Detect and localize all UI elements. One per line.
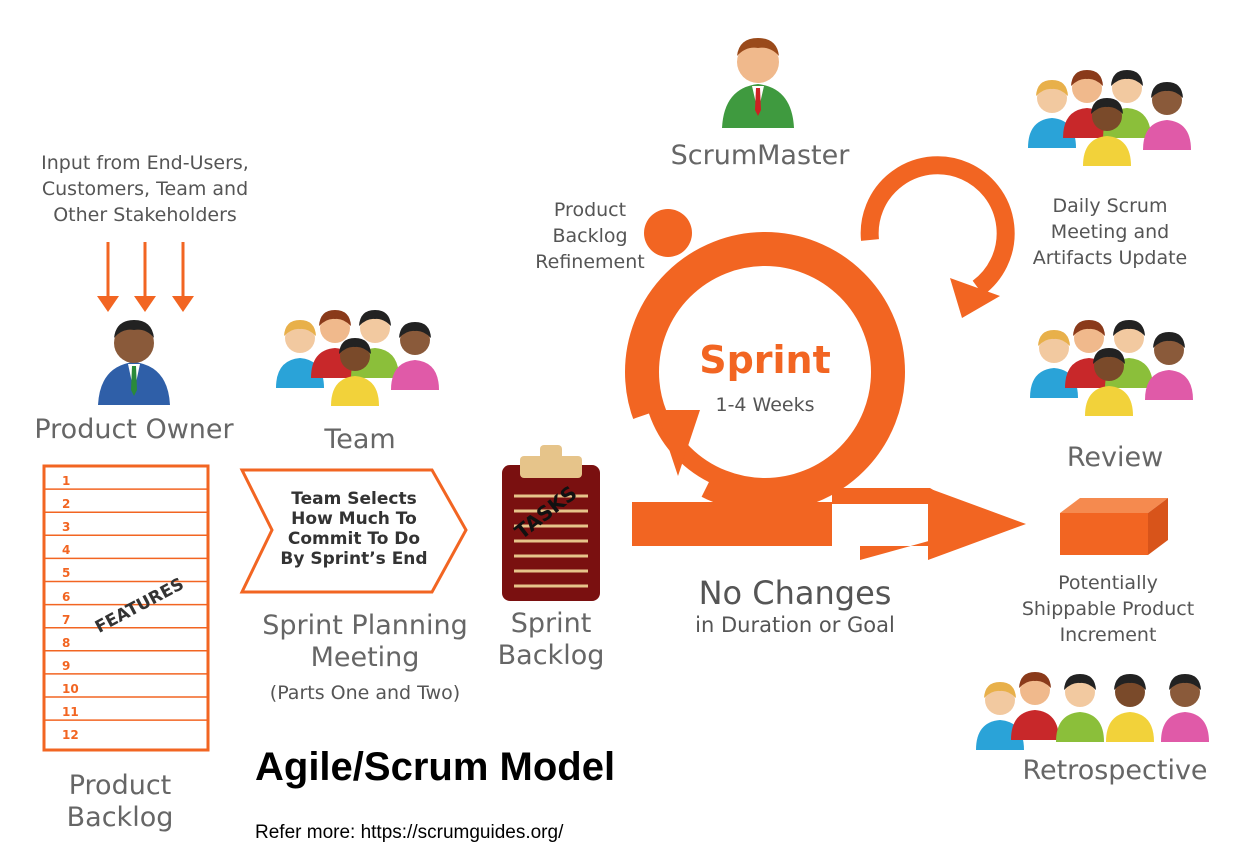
input-line-3: Other Stakeholders xyxy=(53,204,237,226)
backlog-row-number: 12 xyxy=(62,728,79,743)
refinement-line-3: Refinement xyxy=(535,251,645,273)
person-icon xyxy=(1085,348,1133,416)
backlog-row-number: 5 xyxy=(62,566,71,581)
sprint-duration: 1-4 Weeks xyxy=(715,394,815,416)
sprint-backlog-line-1: Sprint xyxy=(510,608,592,639)
daily-scrum-text: Daily Scrum Meeting and Artifacts Update xyxy=(1020,193,1200,271)
sprint-backlog-clipboard xyxy=(502,445,600,601)
page-title: Agile/Scrum Model xyxy=(255,745,616,789)
person-icon xyxy=(331,338,379,406)
person-icon xyxy=(276,320,324,388)
input-line-2: Customers, Team and xyxy=(41,178,249,200)
person-icon xyxy=(1011,672,1059,740)
input-arrow-3 xyxy=(172,242,194,312)
backlog-row-number: 9 xyxy=(62,658,71,673)
person-icon xyxy=(1106,674,1154,742)
product-owner-label: Product Owner xyxy=(34,414,234,445)
person-icon xyxy=(1143,82,1191,150)
sprint-backlog-line-2: Backlog xyxy=(497,640,605,671)
refinement-text: Product Backlog Refinement xyxy=(520,197,660,275)
backlog-row-number: 2 xyxy=(62,497,71,512)
backlog-row-number: 3 xyxy=(62,520,71,535)
product-backlog-line-2: Backlog xyxy=(66,802,174,833)
input-line-1: Input from End-Users, xyxy=(41,152,249,174)
team-label: Team xyxy=(324,424,396,455)
backlog-row-number: 7 xyxy=(62,612,71,627)
review-label: Review xyxy=(1066,442,1164,473)
retrospective-team-icon xyxy=(976,672,1209,750)
input-arrow-2 xyxy=(134,242,156,312)
sprint-title: Sprint xyxy=(699,338,831,382)
planning-box-line-4: By Sprint’s End xyxy=(280,549,428,569)
product-backlog-line-1: Product xyxy=(68,770,172,801)
increment-box xyxy=(1060,498,1168,555)
sprint-cycle xyxy=(611,156,1015,518)
person-icon xyxy=(1028,80,1076,148)
planning-box-line-1: Team Selects xyxy=(291,489,417,509)
no-changes-title: No Changes xyxy=(698,574,892,612)
backlog-row-number: 1 xyxy=(62,474,71,488)
planning-box-line-3: Commit To Do xyxy=(287,529,421,549)
product-backlog-list xyxy=(42,464,210,752)
planning-box-text: Team Selects How Much To Commit To Do By… xyxy=(262,489,446,569)
daily-line-3: Artifacts Update xyxy=(1032,247,1188,269)
planning-box-line-2: How Much To xyxy=(291,509,417,529)
input-arrows xyxy=(97,242,194,312)
daily-line-1: Daily Scrum xyxy=(1052,195,1168,217)
refer-link-text: Refer more: https://scrumguides.org/ xyxy=(255,822,564,843)
sprint-backlog-label: Sprint Backlog xyxy=(486,608,616,672)
backlog-row-number: 10 xyxy=(62,681,79,696)
backlog-row-number: 6 xyxy=(62,589,71,604)
sprint-planning-label: Sprint Planning Meeting xyxy=(240,610,490,674)
increment-line-2: Shippable Product xyxy=(1021,598,1195,620)
increment-text: Potentially Shippable Product Increment xyxy=(1008,570,1208,648)
person-icon xyxy=(1056,674,1104,742)
retrospective-label: Retrospective xyxy=(1022,755,1208,786)
output-arrow xyxy=(632,488,1026,560)
review-team-icon xyxy=(1030,320,1193,416)
increment-line-1: Potentially xyxy=(1058,572,1158,594)
daily-scrum-team-icon xyxy=(1028,70,1191,166)
team-icon xyxy=(276,310,439,406)
sprint-planning-line-2: Meeting xyxy=(310,642,420,673)
backlog-row-number: 4 xyxy=(62,543,71,558)
planning-parts: (Parts One and Two) xyxy=(269,682,461,704)
daily-line-2: Meeting and xyxy=(1050,221,1170,243)
backlog-row-number: 11 xyxy=(62,705,79,719)
input-arrow-1 xyxy=(97,242,119,312)
scrum-master-label: ScrumMaster xyxy=(670,140,850,171)
planning-arrow-box xyxy=(239,468,468,594)
sprint-planning-line-1: Sprint Planning xyxy=(262,610,468,641)
person-icon xyxy=(976,682,1024,750)
scrum-master-icon xyxy=(722,38,794,128)
product-backlog-label: Product Backlog xyxy=(40,770,200,834)
increment-line-3: Increment xyxy=(1059,624,1157,646)
person-icon xyxy=(1161,674,1209,742)
person-icon xyxy=(391,322,439,390)
person-icon xyxy=(1083,98,1131,166)
person-icon xyxy=(1030,330,1078,398)
product-owner-icon xyxy=(98,320,170,405)
refinement-line-1: Product xyxy=(553,199,627,221)
no-changes-subtitle: in Duration or Goal xyxy=(695,613,895,637)
refinement-line-2: Backlog xyxy=(552,225,628,247)
input-text: Input from End-Users, Customers, Team an… xyxy=(20,150,270,228)
backlog-row-number: 8 xyxy=(62,635,71,650)
person-icon xyxy=(1145,332,1193,400)
